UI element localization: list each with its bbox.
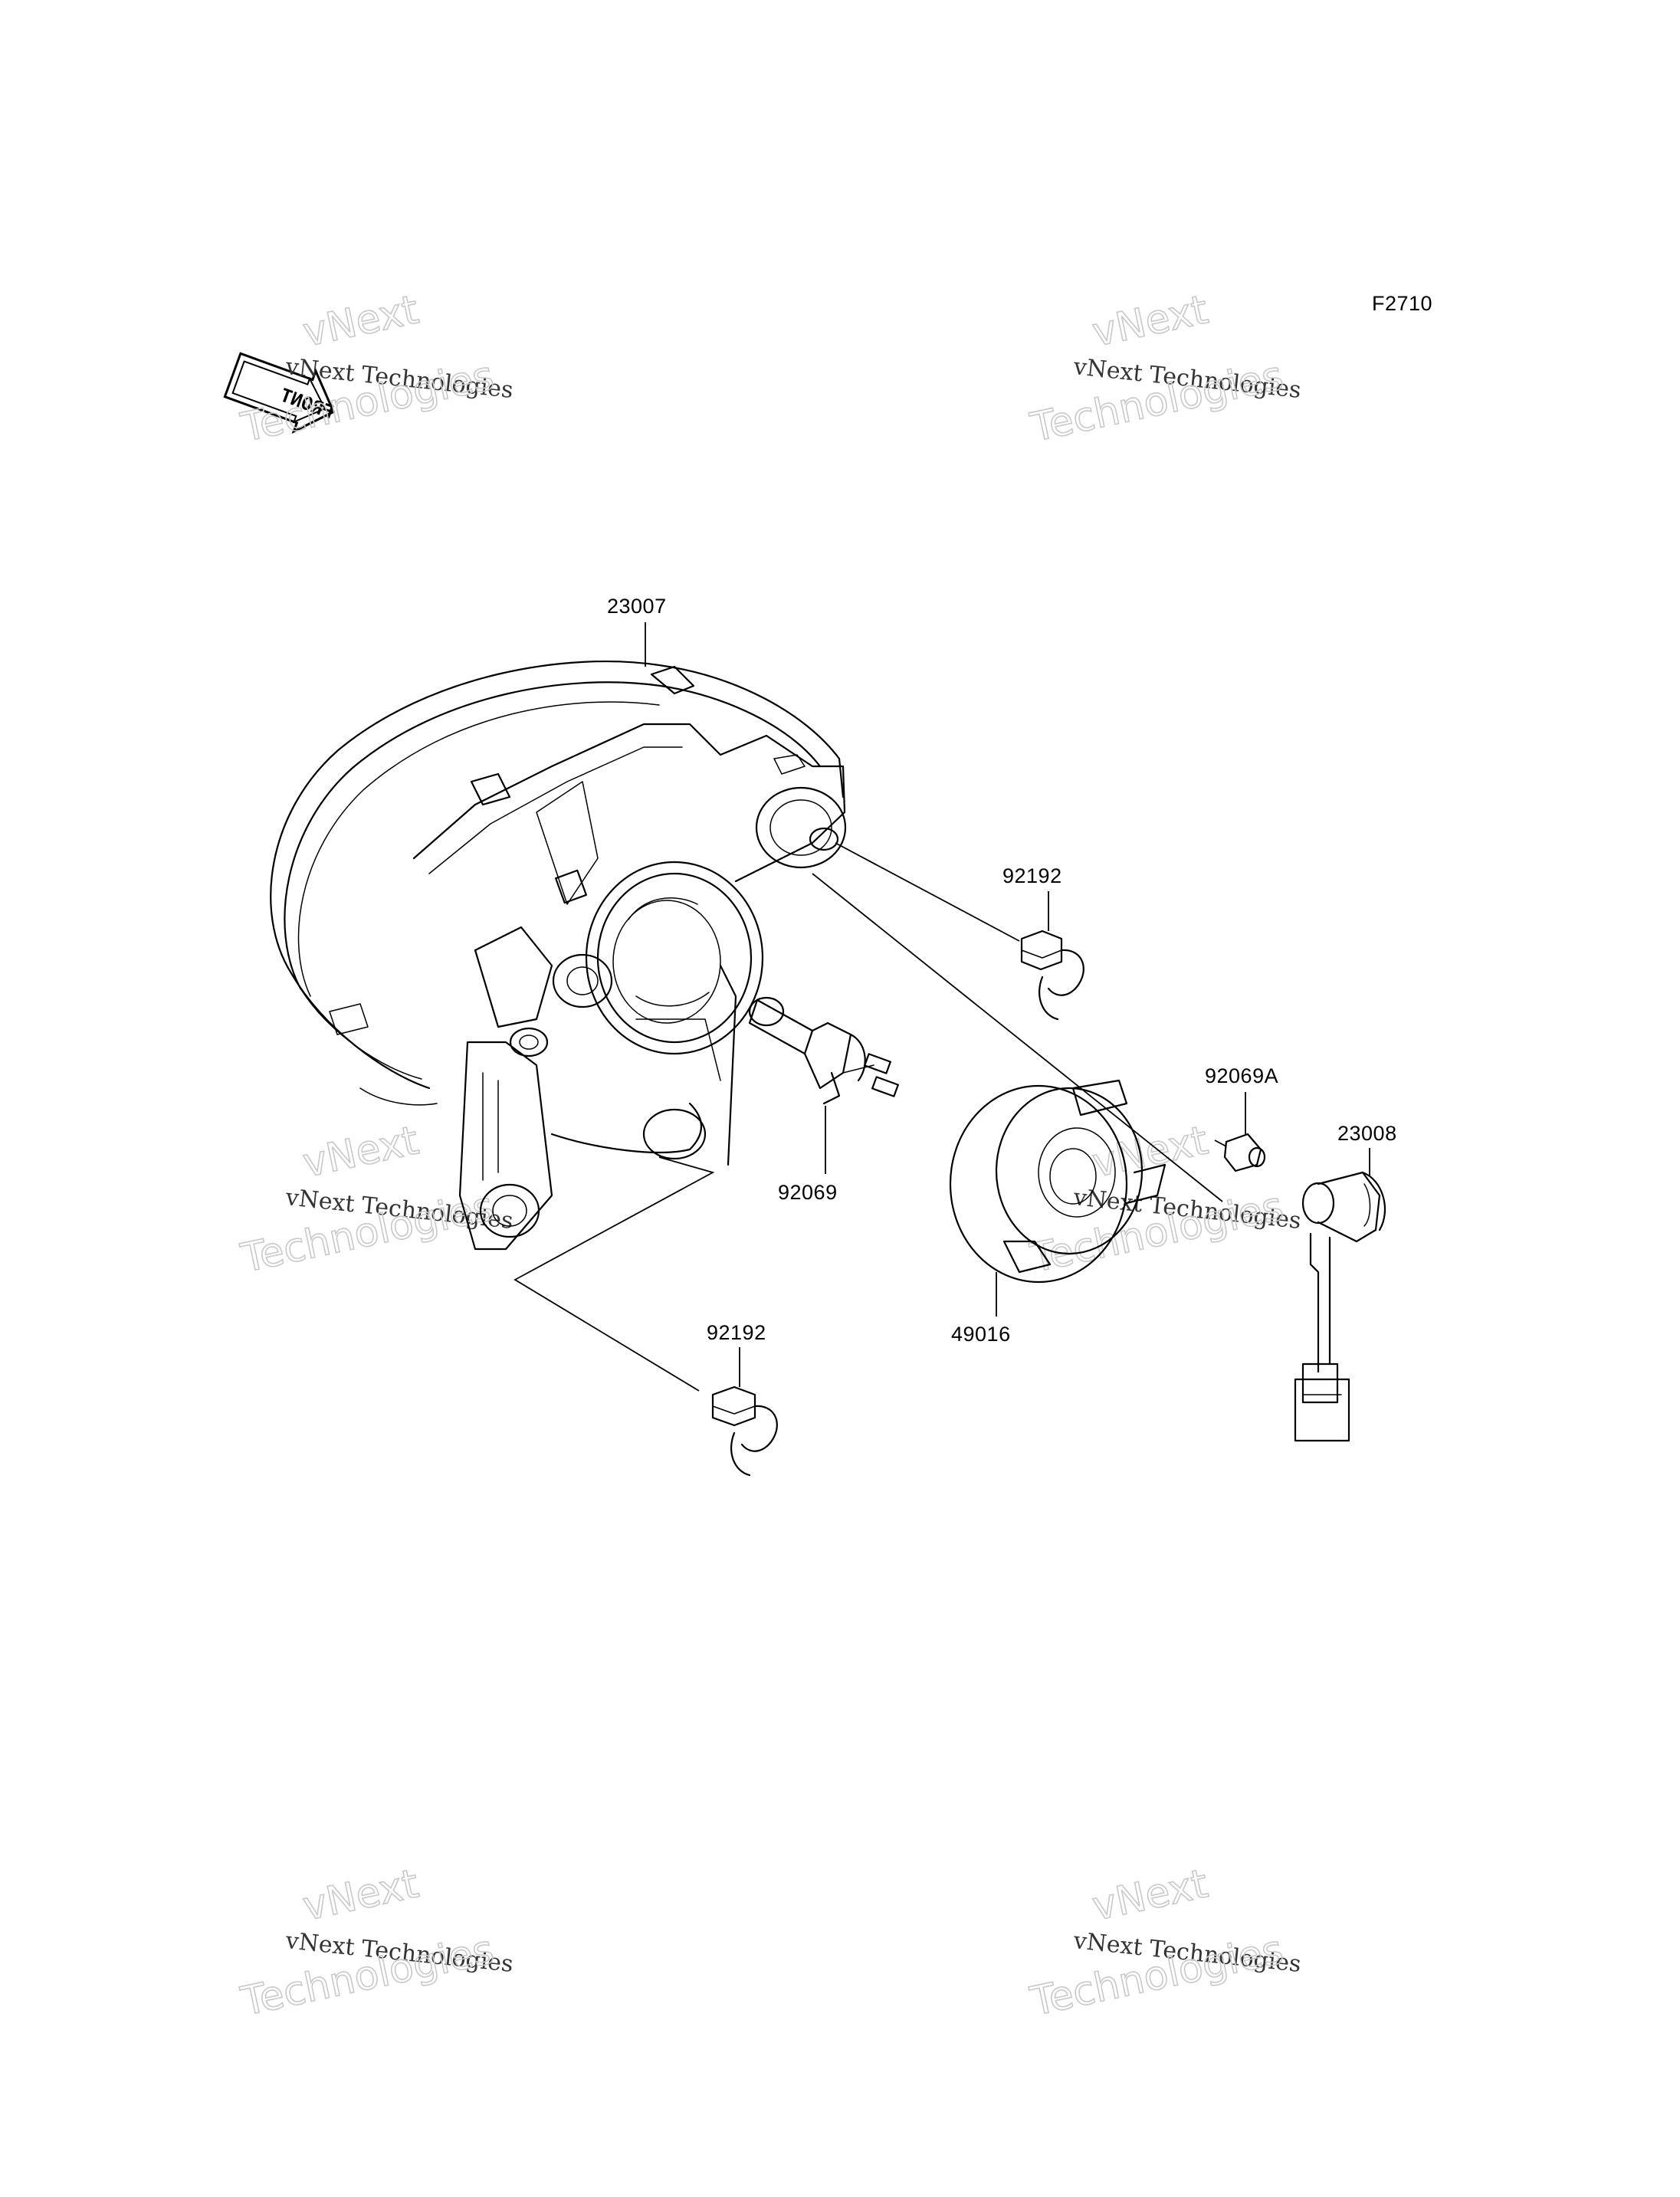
- cover-49016-drawing: [949, 1079, 1166, 1284]
- socket-92192-upper-drawing: [1020, 930, 1084, 1021]
- figure-code: F2710: [1372, 292, 1432, 315]
- label-49016: 49016: [951, 1323, 1011, 1346]
- svg-text:vNext: vNext: [299, 1117, 422, 1186]
- label-92192-upper: 92192: [1002, 864, 1062, 887]
- watermark-middle-left: vNext vNext Technologies Technologies: [236, 1117, 514, 1283]
- small-bulb-92069a-drawing: [1223, 1133, 1266, 1172]
- socket-92192-lower-drawing: [711, 1385, 778, 1477]
- dash-line-socket-lower: [514, 1156, 715, 1392]
- watermark-bottom-left: vNext vNext Technologies Technologies: [236, 1861, 514, 2026]
- dash-line-cover: [812, 873, 1223, 1202]
- svg-text:vNext: vNext: [1088, 1861, 1212, 1930]
- label-92069a: 92069A: [1205, 1064, 1278, 1087]
- svg-text:vNext: vNext: [299, 1861, 422, 1930]
- svg-text:vNext: vNext: [1088, 1117, 1212, 1186]
- bulb-92069-drawing: [748, 996, 899, 1105]
- svg-text:vNext: vNext: [299, 287, 422, 356]
- label-23007: 23007: [607, 595, 667, 618]
- dash-line-socket-upper: [835, 842, 1020, 942]
- watermark-top-right: vNext vNext Technologies Technologies: [1025, 287, 1302, 452]
- watermark-bottom-right: vNext vNext Technologies Technologies: [1025, 1861, 1302, 2026]
- watermark-middle-right: vNext vNext Technologies Technologies: [1025, 1117, 1302, 1283]
- dash-line-small-bulb: [1214, 1139, 1227, 1147]
- label-92069: 92069: [778, 1181, 838, 1204]
- label-23008: 23008: [1337, 1122, 1397, 1145]
- socket-assembly-23008-drawing: [1294, 1171, 1386, 1442]
- headlight-assembly-drawing: [270, 660, 847, 1251]
- label-92192-lower: 92192: [707, 1321, 766, 1344]
- svg-text:vNext: vNext: [1088, 287, 1212, 356]
